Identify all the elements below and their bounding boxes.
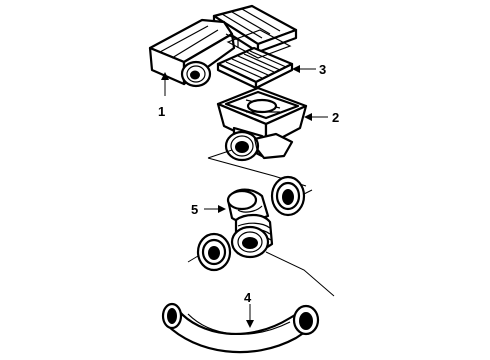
callout-5: 5	[191, 202, 226, 217]
callout-3: 3	[292, 62, 326, 77]
guide-line-lower	[265, 251, 335, 297]
intake-adapter-assembly[interactable]	[226, 188, 274, 259]
callout-1: 1	[158, 72, 169, 119]
guide-line-upper	[207, 149, 233, 159]
air-filter-element[interactable]	[216, 29, 294, 90]
clamp-ring-lower[interactable]	[187, 232, 232, 272]
air-cleaner-cover[interactable]	[148, 4, 298, 88]
svg-text:3: 3	[319, 62, 326, 77]
air-cleaner-lower-housing[interactable]	[216, 86, 308, 162]
clamp-ring-upper[interactable]	[270, 175, 313, 217]
svg-text:5: 5	[191, 202, 198, 217]
intake-hose[interactable]	[161, 302, 320, 354]
svg-text:4: 4	[244, 290, 252, 305]
callout-2: 2	[304, 110, 339, 125]
callout-4: 4	[244, 290, 254, 328]
svg-text:2: 2	[332, 110, 339, 125]
svg-text:1: 1	[158, 104, 165, 119]
